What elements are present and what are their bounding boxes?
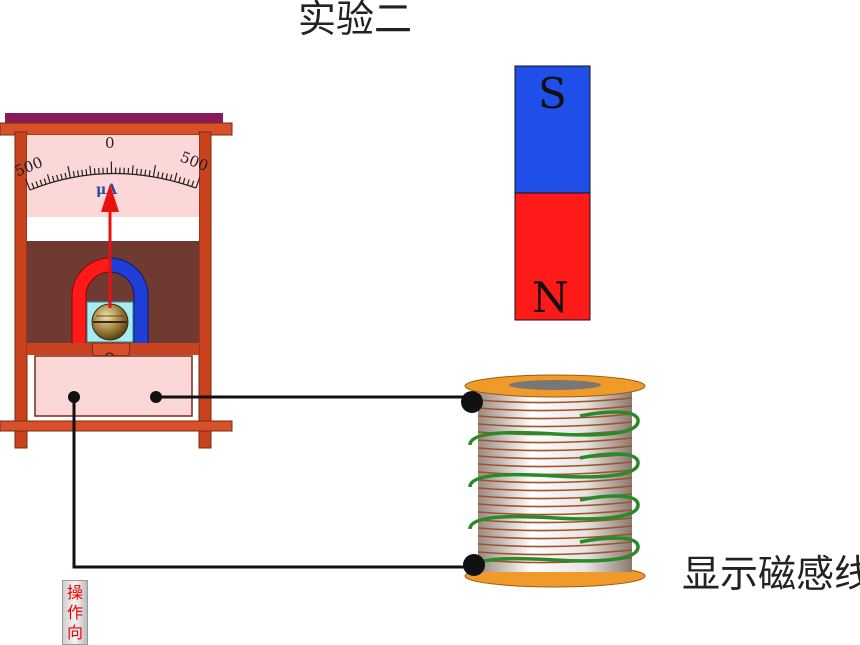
bar-magnet[interactable]: S N <box>514 65 591 322</box>
bar-magnet-s-pole <box>514 65 591 194</box>
coil-winding <box>477 509 633 516</box>
scale-tick <box>169 174 173 181</box>
meter-top-rail <box>0 122 233 136</box>
scale-tick <box>165 173 168 180</box>
spool-top-hole <box>509 380 601 390</box>
coil-winding <box>477 525 633 532</box>
magnetic-field-lines <box>468 410 640 572</box>
scale-tick <box>81 169 84 176</box>
coil-winding <box>477 421 633 428</box>
scale-tick <box>67 165 71 178</box>
scale-tick <box>135 168 138 175</box>
scale-tick <box>191 180 195 187</box>
scale-tick <box>178 176 182 183</box>
meter-needle <box>101 184 119 308</box>
wire-bottom <box>72 397 470 569</box>
scale-tick <box>60 173 63 180</box>
solenoid-coil <box>461 374 646 588</box>
scale-tick <box>51 175 55 182</box>
guide-char-2: 作 <box>66 603 83 622</box>
experiment-title: 实验二 <box>298 0 413 41</box>
coil-winding <box>477 549 633 556</box>
scale-label-center: 0 <box>105 134 115 152</box>
scale-tick <box>46 174 51 184</box>
field-line <box>468 410 640 446</box>
coil-winding <box>477 533 633 540</box>
scale-tick <box>174 172 178 182</box>
scale-tick <box>39 179 43 186</box>
scale-tick <box>148 170 151 177</box>
coil-winding <box>477 501 633 508</box>
scale-tick <box>157 171 160 178</box>
scale-tick <box>72 171 76 178</box>
coil-winding <box>477 477 633 484</box>
scale-tick <box>144 169 147 176</box>
n-pole-label: N <box>532 273 569 322</box>
scale-tick <box>31 182 35 189</box>
coil-terminal-top[interactable] <box>461 391 483 413</box>
scale-tick <box>89 165 92 175</box>
scale-tick <box>56 174 59 181</box>
coil-winding <box>477 517 633 524</box>
guide-char-1: 操 <box>66 583 83 602</box>
scale-tick <box>161 172 164 179</box>
meter-white-band <box>27 217 199 241</box>
meter-top-cap <box>5 113 223 124</box>
field-line <box>468 452 640 488</box>
guide-char-3: 向 <box>66 623 83 642</box>
meter-bottom-rail <box>0 420 233 432</box>
meter-terminal-panel <box>34 355 193 417</box>
scale-tick <box>76 170 80 177</box>
scale-tick <box>85 169 88 176</box>
coil-winding <box>477 445 633 452</box>
scale-tick <box>152 164 156 177</box>
scale-tick <box>131 165 134 175</box>
s-pole-label: S <box>538 69 567 118</box>
scale-tick <box>195 176 201 189</box>
coil-winding <box>477 485 633 492</box>
meter-scale-ticks <box>24 161 201 191</box>
coil-winding <box>477 461 633 468</box>
scale-tick <box>186 179 190 186</box>
scale-tick <box>182 177 186 185</box>
scale-tick <box>43 178 47 185</box>
coil-winding <box>477 397 633 404</box>
galvanometer: 500 0 500 μA Θ <box>0 113 233 449</box>
show-field-lines-label[interactable]: 显示磁感线 <box>682 552 860 596</box>
scale-tick <box>140 169 143 176</box>
scale-tick <box>93 168 96 175</box>
scale-tick <box>24 178 31 191</box>
field-line <box>468 536 640 572</box>
coil-winding <box>477 413 633 420</box>
bar-magnet-n-pole <box>514 192 591 321</box>
coil-terminal-bottom[interactable] <box>463 554 485 576</box>
meter-right-post <box>198 131 212 449</box>
coil-winding <box>477 405 633 412</box>
coil-winding <box>477 437 633 444</box>
field-line <box>468 494 640 530</box>
coil-winding <box>477 541 633 548</box>
operation-guide-button[interactable]: 操 作 向 <box>62 580 88 645</box>
scale-tick <box>64 172 67 179</box>
scale-tick <box>35 181 39 188</box>
